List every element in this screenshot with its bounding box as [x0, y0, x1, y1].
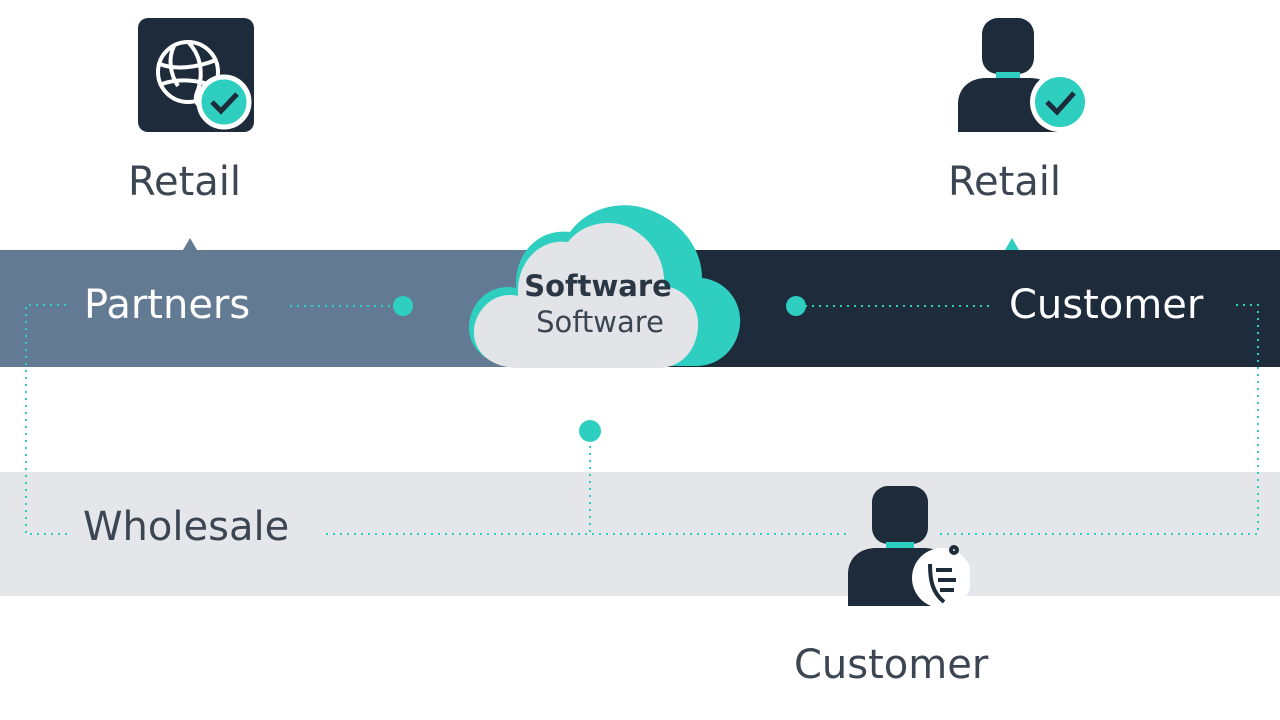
retail-left-label: Retail	[128, 159, 242, 205]
left-loop-connector	[25, 304, 70, 535]
customer-right-label: Customer	[1009, 282, 1204, 328]
right-loop-connector	[936, 304, 1259, 535]
partners-dot	[393, 296, 413, 316]
customer-band	[640, 250, 1280, 367]
cloud-subtitle: Software	[536, 305, 664, 339]
user-check-icon	[958, 18, 1090, 132]
user-hand-icon	[848, 486, 970, 608]
retail-right-label: Retail	[948, 159, 1062, 205]
cloud-bottom-dot	[579, 420, 601, 442]
wholesale-label: Wholesale	[83, 504, 290, 550]
cloud-icon	[468, 205, 741, 368]
cloud-title: Software	[524, 269, 672, 303]
retail-left-pointer	[183, 238, 197, 250]
customer-bottom-label: Customer	[794, 642, 989, 688]
retail-right-pointer	[1005, 238, 1019, 250]
customer-dot	[786, 296, 806, 316]
partners-label: Partners	[84, 282, 251, 328]
globe-check-icon	[138, 18, 254, 132]
